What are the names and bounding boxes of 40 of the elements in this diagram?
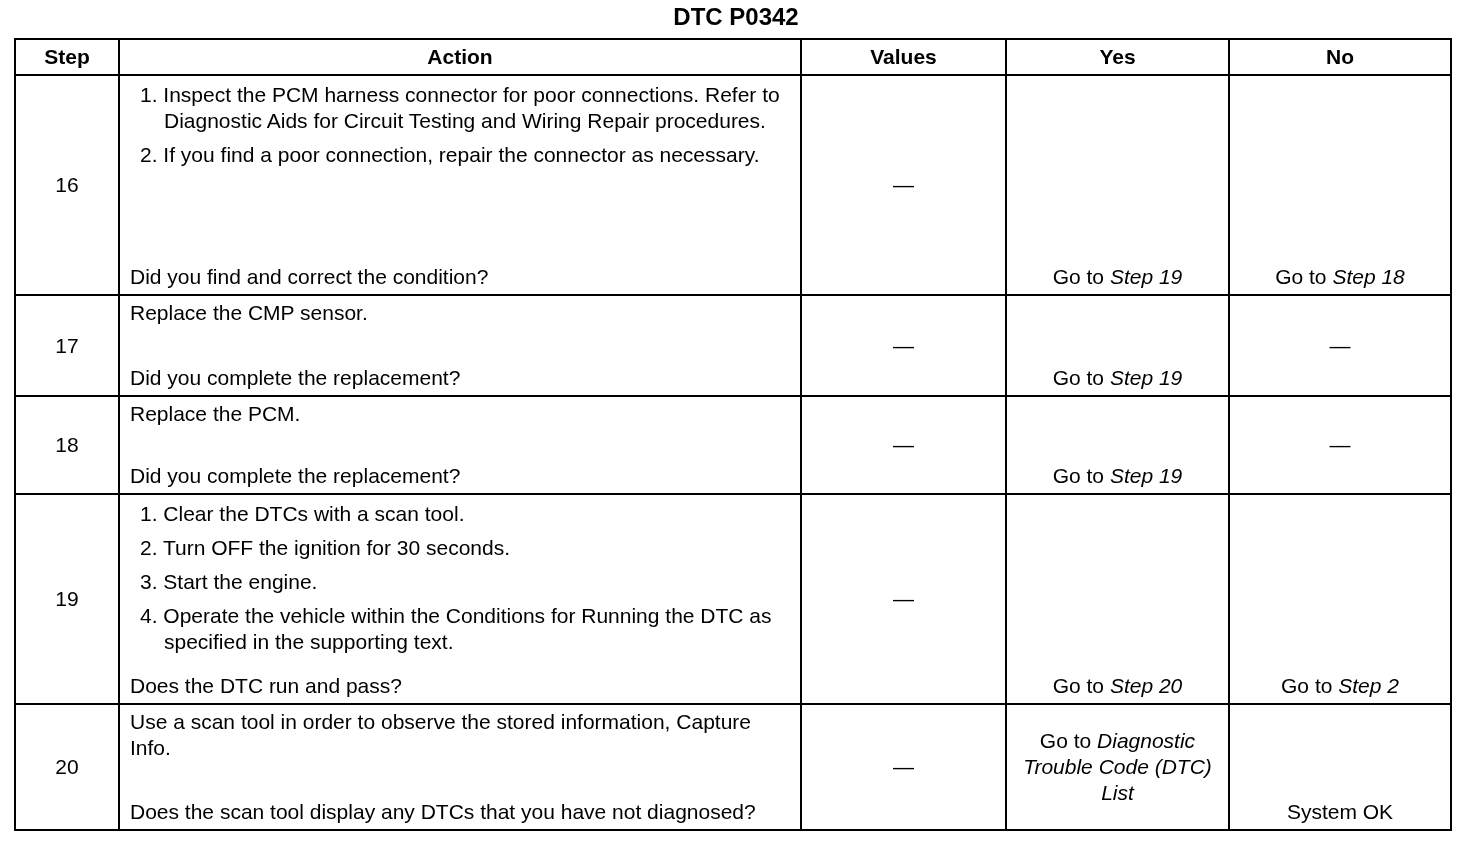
yes-result: Go to Step 20 xyxy=(1051,673,1184,699)
action-text: Use a scan tool in order to observe the stored information, Capture Info. xyxy=(130,709,752,761)
step-number: 17 xyxy=(54,332,80,359)
no-result: — xyxy=(1328,332,1352,359)
question-text: Does the DTC run and pass? xyxy=(130,673,403,699)
column-header: Yes xyxy=(1098,44,1137,70)
question-text: Did you find and correct the condition? xyxy=(130,264,490,290)
numbered-step: 1. Clear the DTCs with a scan tool. xyxy=(130,501,790,527)
column-header: No xyxy=(1325,44,1355,70)
yes-result: Go to Step 19 xyxy=(1051,264,1184,290)
numbered-step: 3. Start the engine. xyxy=(130,569,790,595)
yes-result: Go to Diagnostic Trouble Code (DTC) List xyxy=(1022,728,1213,806)
column-header: Action xyxy=(426,44,494,70)
no-result: System OK xyxy=(1285,799,1395,825)
column-header: Step xyxy=(43,44,91,70)
value-dash: — xyxy=(892,172,915,198)
no-result: Go to Step 2 xyxy=(1280,673,1400,699)
action-text: Replace the CMP sensor. xyxy=(130,300,369,326)
numbered-step: 2. If you find a poor connection, repair the connector as necessary. xyxy=(130,142,790,168)
numbered-step: 1. Inspect the PCM harness connector for poor connections. Refer to Diagnostic Aids for Circuit Testing and Wiring Repair procedures. xyxy=(130,82,790,134)
value-dash: — xyxy=(892,754,915,780)
step-number: 16 xyxy=(54,172,80,198)
numbered-step: 2. Turn OFF the ignition for 30 seconds. xyxy=(130,535,790,561)
value-dash: — xyxy=(892,586,915,612)
no-result: — xyxy=(1328,432,1352,458)
yes-result: Go to Step 19 xyxy=(1051,463,1184,489)
column-header: Values xyxy=(869,44,938,70)
question-text: Did you complete the replacement? xyxy=(130,463,462,489)
numbered-step: 4. Operate the vehicle within the Conditions for Running the DTC as specified in the supporting text. xyxy=(130,603,790,655)
question-text: Does the scan tool display any DTCs that you have not diagnosed? xyxy=(130,799,757,825)
table-title: DTC P0342 xyxy=(672,2,800,32)
no-result: Go to Step 18 xyxy=(1274,264,1406,290)
question-text: Did you complete the replacement? xyxy=(130,365,462,391)
yes-result: Go to Step 19 xyxy=(1051,365,1184,391)
step-number: 19 xyxy=(54,586,80,612)
step-number: 18 xyxy=(54,432,80,458)
action-text: Replace the PCM. xyxy=(130,401,302,427)
value-dash: — xyxy=(892,332,915,359)
step-number: 20 xyxy=(54,754,80,780)
value-dash: — xyxy=(892,432,915,458)
